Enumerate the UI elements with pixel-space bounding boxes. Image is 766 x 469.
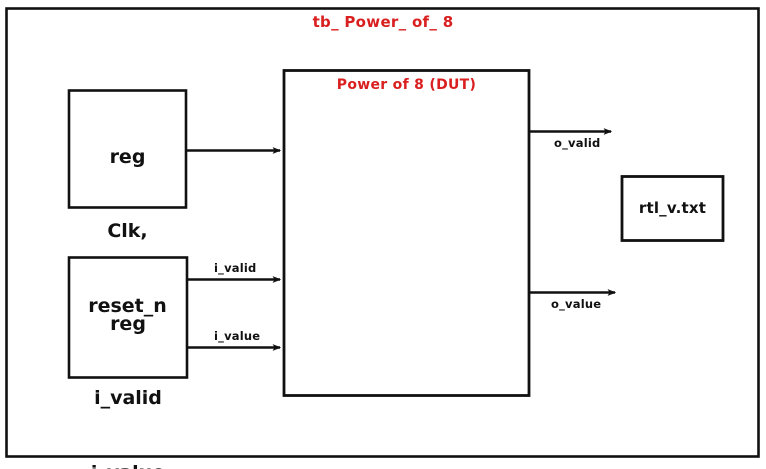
reg-clk-block-rect bbox=[67, 89, 188, 209]
dut-block-rect bbox=[282, 69, 531, 397]
reg-clk-block-label: reg Clk, reset_n bbox=[69, 96, 186, 368]
reg-clk-line-1: reg bbox=[109, 146, 146, 169]
signal-label-o-value: o_value bbox=[551, 297, 602, 311]
reg-input-line-3: i_value bbox=[69, 461, 187, 469]
outer-frame-rect bbox=[5, 7, 760, 458]
signal-label-o-valid: o_valid bbox=[554, 136, 601, 150]
reg-input-line-1: reg bbox=[110, 313, 146, 336]
dut-title: Power of 8 (DUT) bbox=[336, 77, 477, 93]
reg-clk-line-2: Clk, bbox=[107, 220, 148, 243]
reg-input-block-label: reg i_valid i_value bbox=[69, 263, 187, 469]
signal-label-i-valid: i_valid bbox=[214, 261, 257, 275]
file-block-rect bbox=[620, 175, 725, 242]
signal-label-i-value: i_value bbox=[214, 329, 261, 343]
reg-clk-line-3: reset_n bbox=[88, 294, 167, 317]
reg-input-block-rect bbox=[67, 256, 189, 379]
file-block-label: rtl_v.txt bbox=[638, 199, 707, 217]
reg-input-line-2: i_valid bbox=[94, 387, 162, 410]
testbench-title: tb_ Power_ of_ 8 bbox=[312, 13, 454, 31]
